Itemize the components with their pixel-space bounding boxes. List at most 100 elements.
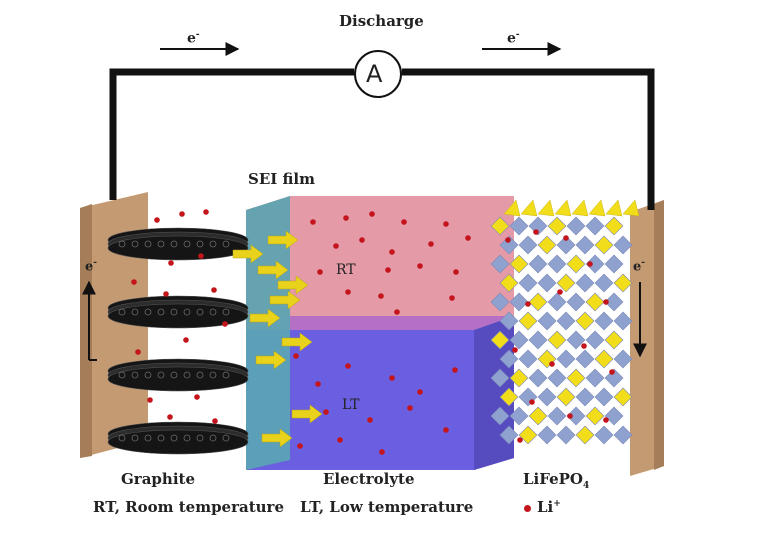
circuit-wire-left — [109, 68, 354, 200]
crystal-octahedron — [490, 292, 510, 312]
crystal-octahedron — [490, 406, 510, 426]
li-ion — [183, 337, 189, 343]
crystal-top-spike — [571, 199, 589, 217]
li-ion — [563, 235, 569, 241]
graphite-hex-ring — [209, 371, 217, 379]
crystal-octahedron — [499, 425, 519, 445]
li-ion — [333, 243, 339, 249]
crystal-octahedron — [499, 349, 519, 369]
li-ion — [359, 237, 365, 243]
graphite-hex-ring — [222, 240, 230, 248]
crystal-octahedron — [509, 254, 529, 274]
crystal-octahedron — [585, 406, 605, 426]
crystal-octahedron — [518, 235, 538, 255]
crystal-octahedron — [594, 273, 614, 293]
electron-label-left: e- — [187, 30, 200, 47]
crystal-top-spike — [537, 199, 555, 217]
crystal-octahedron — [594, 387, 614, 407]
rt-legend: RT, Room temperature — [93, 498, 285, 516]
crystal-octahedron — [585, 330, 605, 350]
crystal-octahedron — [613, 349, 633, 369]
crystal-octahedron — [566, 330, 586, 350]
left-collector-edge — [80, 204, 92, 458]
crystal-top-spike — [605, 199, 623, 217]
graphite-hex-ring — [183, 371, 191, 379]
discharge-label: Discharge — [339, 12, 424, 30]
graphite-hex-ring — [131, 434, 139, 442]
crystal-octahedron — [537, 273, 557, 293]
crystal-octahedron — [604, 330, 624, 350]
li-ion — [147, 397, 153, 403]
crystal-top-spike — [622, 199, 640, 217]
li-ion — [517, 437, 523, 443]
graphite-hex-ring — [118, 371, 126, 379]
ion-flow-arrow — [232, 244, 264, 264]
right-collector-edge — [654, 200, 664, 470]
li-ion — [557, 289, 563, 295]
li-ion — [389, 249, 395, 255]
crystal-octahedron — [547, 406, 567, 426]
ion-flow-arrow — [281, 332, 313, 352]
left-collector-front — [80, 192, 148, 458]
crystal-octahedron — [528, 406, 548, 426]
ion-flow-arrow — [267, 230, 299, 250]
graphite-hex-ring — [183, 308, 191, 316]
graphite-hex-ring — [196, 434, 204, 442]
graphite-hex-ring — [222, 308, 230, 316]
crystal-octahedron — [499, 387, 519, 407]
ion-flow-arrow — [257, 260, 289, 280]
ion-flow-arrow — [277, 275, 309, 295]
crystal-octahedron — [528, 368, 548, 388]
crystal-octahedron — [575, 311, 595, 331]
li-ion — [525, 301, 531, 307]
graphite-hex-ring — [118, 240, 126, 248]
crystal-octahedron — [509, 406, 529, 426]
graphite-hex-ring — [209, 434, 217, 442]
crystal-octahedron — [566, 406, 586, 426]
graphite-hex-ring — [131, 371, 139, 379]
crystal-octahedron — [575, 425, 595, 445]
crystal-octahedron — [509, 216, 529, 236]
lifepo4-crystal — [490, 199, 640, 445]
li-ion — [407, 405, 413, 411]
graphite-hex-ring — [118, 308, 126, 316]
li-ion — [135, 349, 141, 355]
ion-flow-arrow — [255, 350, 287, 370]
graphite-hex-ring — [209, 240, 217, 248]
crystal-octahedron — [499, 273, 519, 293]
crystal-octahedron — [528, 292, 548, 312]
crystal-octahedron — [604, 254, 624, 274]
li-ion — [379, 449, 385, 455]
li-ion — [567, 413, 573, 419]
graphite-hex-ring — [157, 240, 165, 248]
crystal-octahedron — [613, 311, 633, 331]
graphite-hex-ring — [144, 308, 152, 316]
crystal-octahedron — [556, 273, 576, 293]
graphite-hex-ring — [222, 434, 230, 442]
interface-band — [246, 316, 514, 330]
graphite-sheet — [107, 303, 249, 329]
crystal-octahedron — [547, 216, 567, 236]
li-ions — [131, 209, 615, 455]
li-ion — [297, 443, 303, 449]
li-ion — [603, 299, 609, 305]
crystal-octahedron — [509, 330, 529, 350]
ammeter-label: A — [366, 60, 383, 88]
crystal-octahedron — [604, 406, 624, 426]
li-ion — [293, 353, 299, 359]
crystal-octahedron — [575, 273, 595, 293]
crystal-octahedron — [575, 387, 595, 407]
graphite-hex-ring — [170, 434, 178, 442]
li-ion — [533, 229, 539, 235]
graphite-hex-ring — [144, 371, 152, 379]
graphite-hex-ring — [209, 308, 217, 316]
ion-flow-arrow — [291, 404, 323, 424]
crystal-octahedron — [490, 216, 510, 236]
crystal-octahedron — [585, 254, 605, 274]
li-ion — [549, 361, 555, 367]
crystal-octahedron — [604, 292, 624, 312]
graphite-hex-ring — [131, 308, 139, 316]
li-ion — [443, 221, 449, 227]
graphite-hex-ring — [183, 240, 191, 248]
li-ion — [587, 261, 593, 267]
